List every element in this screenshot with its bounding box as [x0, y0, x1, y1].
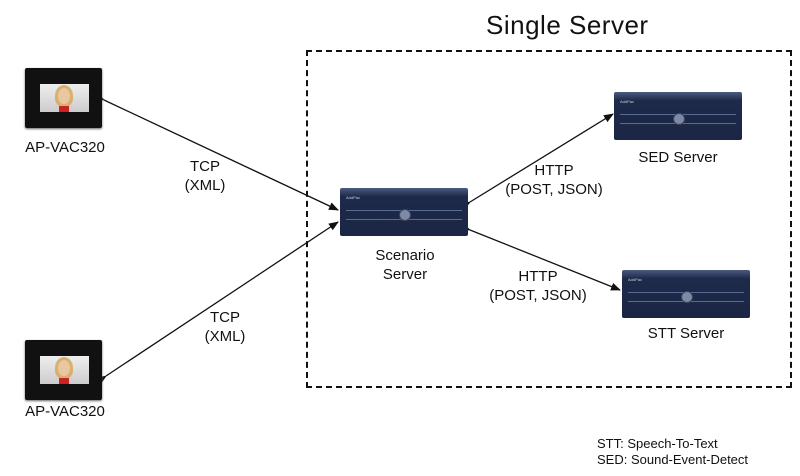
- sed-server-icon: AddPac: [614, 92, 742, 140]
- device-label: AP-VAC320: [25, 139, 105, 156]
- stt-server-icon: AddPac: [622, 270, 750, 318]
- scenario-server-icon: AddPac: [340, 188, 468, 236]
- video-intercom-icon: [25, 340, 102, 400]
- arrow-http-sed: [460, 113, 614, 211]
- tcp-label-top: TCP (XML): [184, 158, 226, 194]
- http-label-stt: HTTP (POST, JSON): [489, 268, 587, 304]
- legend-item: STT: Speech-To-Text: [597, 436, 718, 451]
- diagram-title: Single Server: [486, 10, 649, 40]
- arrow-http-stt: [460, 222, 621, 291]
- single-server-boundary: [306, 50, 792, 388]
- stt-server-label: STT Server: [647, 325, 725, 342]
- arrow-tcp-top: [94, 92, 339, 211]
- abbreviation-legend: STT: Speech-To-Text SED: Sound-Event-Det…: [597, 436, 748, 468]
- device-label: AP-VAC320: [25, 403, 105, 420]
- scenario-server-label: Scenario Server: [375, 247, 435, 283]
- sed-server-label: SED Server: [638, 149, 718, 166]
- arrow-tcp-bottom: [96, 221, 339, 385]
- http-label-sed: HTTP (POST, JSON): [505, 162, 603, 198]
- video-intercom-icon: [25, 68, 102, 128]
- legend-item: SED: Sound-Event-Detect: [597, 452, 749, 467]
- tcp-label-bottom: TCP (XML): [204, 309, 246, 345]
